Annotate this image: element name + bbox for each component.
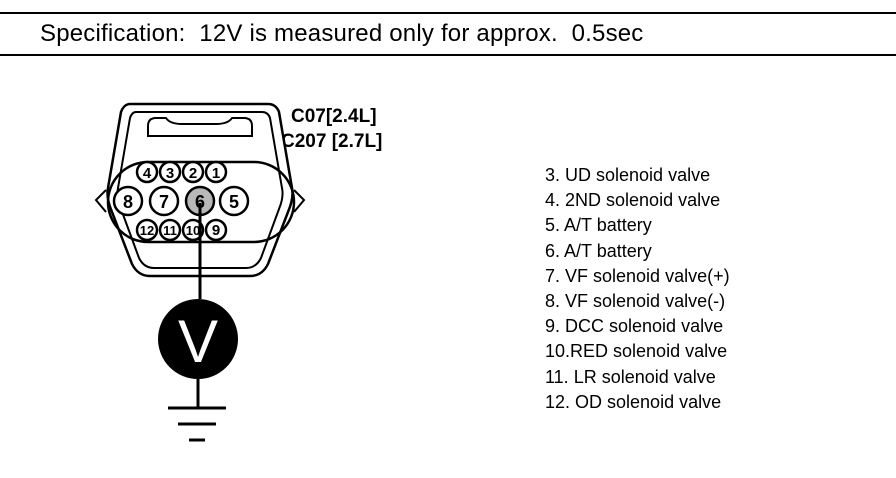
legend-item: 4. 2ND solenoid valve [545,190,721,211]
pin-11-label: 11 [163,223,177,238]
specification-text: Specification: 12V is measured only for … [40,20,644,47]
pin-row-top: 4 3 2 1 [135,160,228,184]
connector-label-2-7l: C207 [2.7L] [281,131,383,152]
connector-side-key-left [94,189,107,213]
legend-item: 3. UD solenoid valve [545,165,711,185]
pin-row-bottom: 12 11 10 9 [135,218,228,242]
legend-item: 10.RED solenoid valve [545,341,728,362]
pin-10-cavity [181,218,205,242]
voltmeter-symbol: V [178,308,218,375]
connector-side-key-right [293,189,306,213]
pin-11-cavity [158,218,182,242]
pin-row-middle: 8 7 6 5 [112,185,250,217]
pin-1-label: 1 [212,165,220,182]
pin-5-label: 5 [229,192,239,212]
legend-item: 5. A/T battery [545,215,652,236]
voltmeter-icon [158,299,238,379]
pin-12-label: 12 [140,223,154,238]
pin-7-label: 7 [159,192,169,212]
specification-banner: Specification: 12V is measured only for … [0,12,896,56]
pin-8-cavity [112,185,144,217]
pin-9-label: 9 [212,222,220,239]
pin-12-cavity [135,218,159,242]
pin-3-cavity [158,160,182,184]
pin-10-label: 10 [186,223,200,238]
pin-5-cavity [218,185,250,217]
legend-item: 9. DCC solenoid valve [545,316,724,337]
legend-item: 7. VF solenoid valve(+) [545,265,730,286]
connector-latch [147,117,253,137]
pin-legend: 3. UD solenoid valve 4. 2ND solenoid val… [545,163,730,415]
connector-housing-inner [116,111,284,269]
pin-3-label: 3 [166,165,174,182]
pin-9-cavity [204,218,228,242]
legend-item: 6. A/T battery [545,240,652,261]
pin-1-cavity [204,160,228,184]
pin-2-cavity [181,160,205,184]
legend-item: 8. VF solenoid valve(-) [545,291,726,312]
legend-item: 11. LR solenoid valve [545,366,716,387]
pin-6-label: 6 [195,192,205,212]
pin-7-cavity [148,185,180,217]
connector-label-2-4l: C07[2.4L] [291,106,377,127]
pin-4-label: 4 [143,165,152,182]
pin-4-cavity [135,160,159,184]
ground-icon [168,406,226,442]
pin-2-label: 2 [189,165,197,182]
legend-item: 12. OD solenoid valve [545,391,722,412]
pin-8-label: 8 [123,192,133,212]
